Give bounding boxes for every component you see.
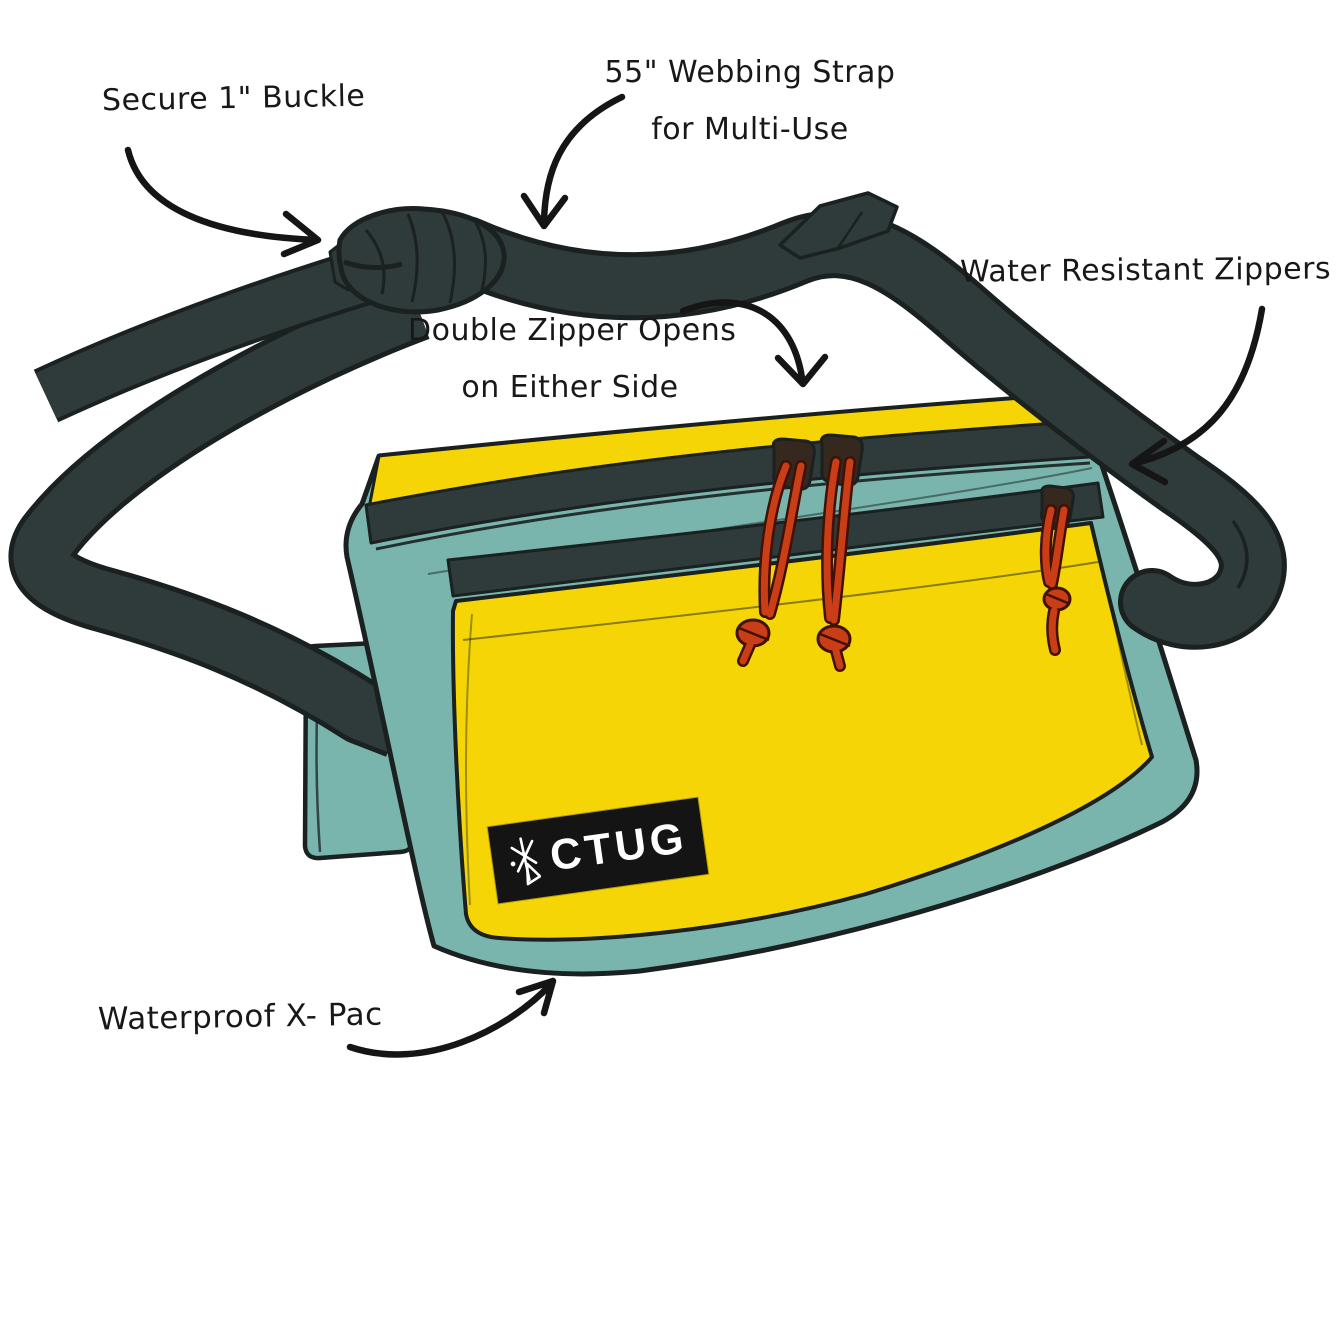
strap-fold-crease bbox=[1231, 519, 1249, 589]
pocket-zipper-band bbox=[446, 481, 1105, 598]
arrow-water-resistant bbox=[1128, 305, 1266, 486]
strap-right bbox=[437, 215, 1282, 645]
zipper-highlight bbox=[375, 461, 1091, 551]
strap-end-tip bbox=[778, 191, 899, 260]
label-webbing-strap: 55" Webbing Strap for Multi-Use bbox=[588, 55, 912, 169]
buckle-mouth bbox=[343, 259, 403, 270]
arrow-double-zipper bbox=[679, 299, 829, 388]
buckle-body bbox=[336, 206, 507, 315]
label-double-zipper-line1: Double Zipper Opens bbox=[408, 313, 737, 348]
annotation-arrows bbox=[124, 93, 1266, 1058]
label-double-zipper-line2: on Either Side bbox=[461, 369, 679, 405]
label-secure-buckle: Secure 1" Buckle bbox=[101, 78, 366, 119]
buckle-facet-3 bbox=[440, 211, 456, 304]
hiker-sapling-icon bbox=[510, 836, 542, 885]
waist-strap-right bbox=[432, 191, 1287, 650]
label-webbing-strap-line1: 55" Webbing Strap bbox=[604, 55, 896, 90]
strap-end-crease bbox=[836, 211, 864, 249]
buckle-facet-1 bbox=[364, 229, 386, 295]
arrow-waterproof bbox=[346, 977, 557, 1058]
brand-logo: CTUG bbox=[487, 797, 709, 904]
label-waterproof-xpac: Waterproof X- Pac bbox=[97, 996, 383, 1038]
buckle-facet-2 bbox=[406, 213, 419, 303]
buckle-facet-4 bbox=[474, 222, 487, 295]
zipper-pull-cord-1 bbox=[735, 460, 807, 667]
bag-body bbox=[343, 391, 1200, 977]
panel-right-seam bbox=[1095, 539, 1143, 746]
panel-top-seam bbox=[462, 561, 1099, 641]
strap-loop bbox=[13, 281, 428, 753]
buckle bbox=[328, 206, 507, 315]
zipper-pull-cord-2 bbox=[816, 456, 856, 672]
label-webbing-strap-line2: for Multi-Use bbox=[651, 111, 849, 147]
label-water-resistant-zippers: Water Resistant Zippers bbox=[959, 251, 1332, 290]
arrow-webbing-strap bbox=[520, 93, 626, 230]
arrow-buckle bbox=[124, 146, 322, 258]
panel-left-seam bbox=[465, 613, 473, 906]
brand-logo-text: CTUG bbox=[547, 813, 691, 881]
zipper-pulls bbox=[735, 433, 1075, 672]
label-double-zipper: Double Zipper Opens on Either Side bbox=[408, 313, 737, 427]
zipper-pull-cord-3 bbox=[1039, 504, 1072, 656]
